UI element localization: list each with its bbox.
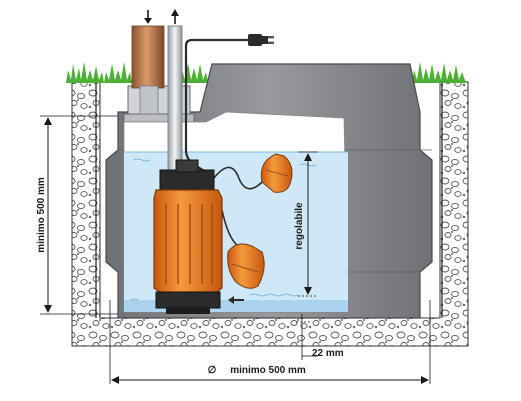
width-dimension: ∅ minimo 500 mm (109, 300, 431, 384)
float-cable-lower (221, 209, 239, 247)
ground-edges (95, 82, 443, 318)
regulation-dimension: regolabile (294, 151, 318, 297)
clearance-label: 22 mm (312, 348, 344, 359)
arrow-down-icon (144, 10, 152, 24)
grass-right (412, 62, 466, 83)
float-switch-lower (227, 243, 265, 289)
discharge-pipe (131, 25, 165, 115)
height-min-label: minimo 500 mm (36, 177, 47, 253)
diameter-symbol: ∅ (208, 365, 217, 376)
float-switch-upper (260, 153, 293, 193)
diameter-min-label: minimo 500 mm (230, 365, 306, 376)
arrow-up-icon (171, 9, 179, 24)
submersible-pump (153, 159, 223, 314)
vertical-tube (167, 25, 183, 175)
regulation-label: regolabile (294, 202, 305, 250)
height-dimension: minimo 500 mm (36, 115, 118, 315)
clearance-dimension: 22 mm (296, 314, 344, 360)
grass-left (66, 62, 104, 83)
inflow-arrow-icon (228, 296, 244, 304)
tank-inlet-collar (123, 85, 195, 123)
power-plug-icon (248, 34, 274, 46)
